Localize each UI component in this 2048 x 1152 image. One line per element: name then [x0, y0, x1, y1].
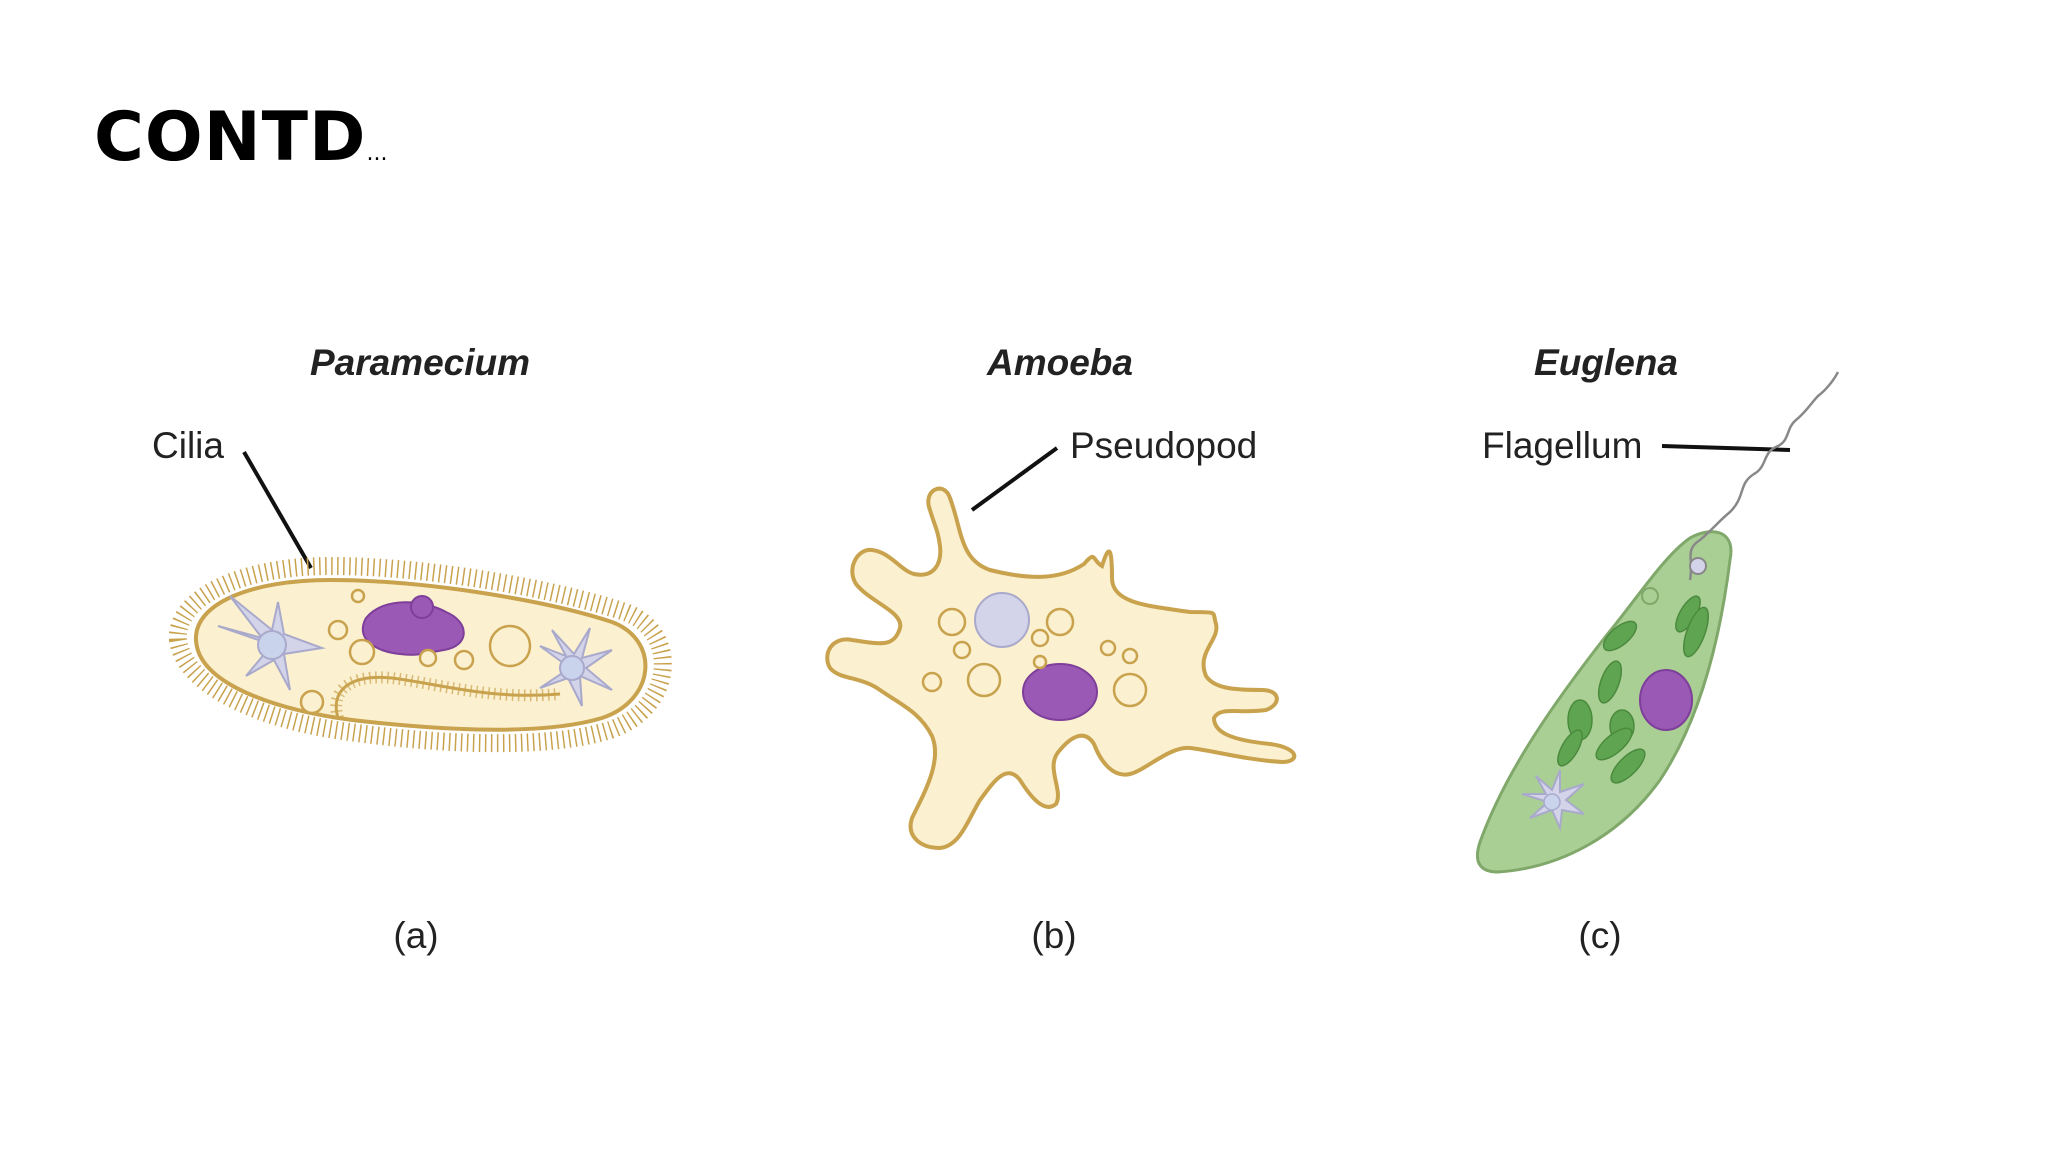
slide-title-ellipsis: ... — [366, 141, 388, 166]
paramecium-food-vacuoles — [299, 588, 532, 715]
pseudopod-label: Pseudopod — [1070, 425, 1257, 466]
euglena-title: Euglena — [1534, 342, 1678, 383]
paramecium-contractile-vacuole-right — [539, 627, 613, 707]
euglena-vacuole — [1641, 587, 1659, 605]
amoeba-nucleus — [1022, 663, 1098, 721]
euglena-chloroplasts — [1557, 595, 1710, 784]
flagellum-label: Flagellum — [1482, 425, 1642, 466]
amoeba-panel: Amoeba Pseudopod — [825, 342, 1297, 851]
amoeba-food-vacuoles — [921, 607, 1148, 708]
cilia-label: Cilia — [152, 425, 224, 466]
panel-label-b: (b) — [1031, 915, 1076, 956]
euglena-contractile-vacuole — [1521, 769, 1585, 832]
paramecium-oral-groove — [334, 675, 561, 719]
paramecium-micronucleus — [410, 595, 434, 619]
paramecium-title: Paramecium — [310, 342, 530, 383]
euglena-flagellum — [1688, 371, 1840, 581]
slide-title-text: CONTD — [94, 98, 367, 177]
pseudopod-leader-line — [970, 446, 1059, 512]
paramecium-contractile-vacuole-left — [217, 595, 326, 691]
slide-title: CONTD... — [94, 104, 387, 172]
euglena-eyespot — [1689, 557, 1707, 575]
amoeba-title: Amoeba — [986, 342, 1133, 383]
panel-label-a: (a) — [393, 915, 438, 956]
flagellum-leader-line — [1661, 444, 1791, 452]
cilia-leader-line — [242, 450, 313, 570]
paramecium-panel: Paramecium Cilia — [152, 342, 672, 753]
amoeba-contractile-vacuole — [974, 592, 1030, 648]
panel-label-c: (c) — [1578, 915, 1621, 956]
euglena-panel: Euglena Flagellum — [1475, 342, 1840, 874]
euglena-nucleus — [1639, 669, 1693, 731]
